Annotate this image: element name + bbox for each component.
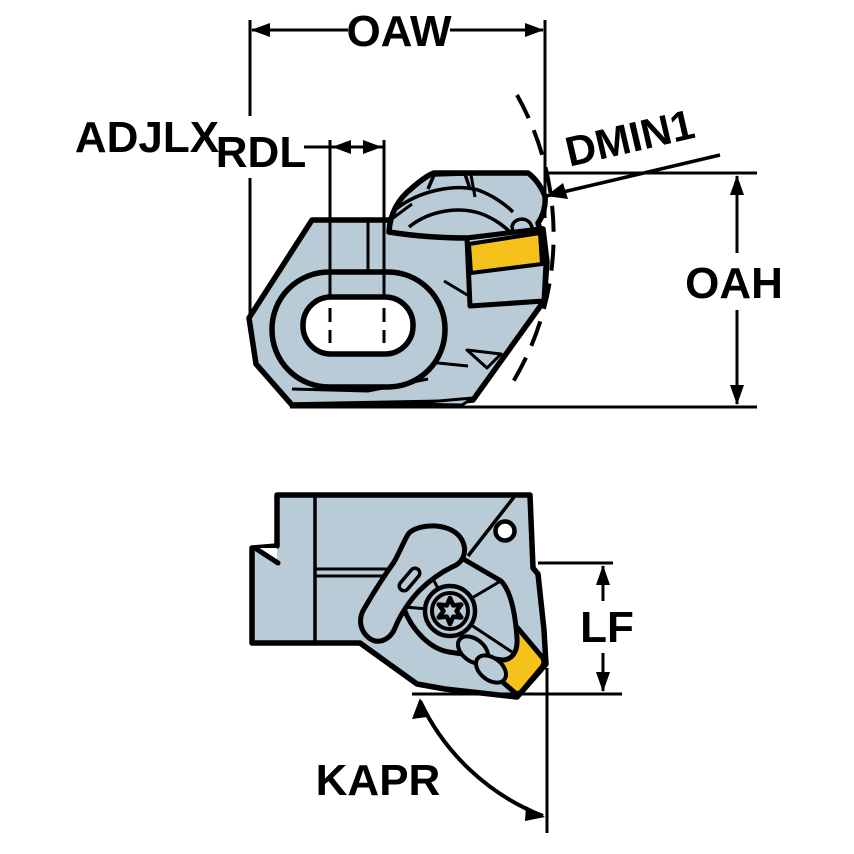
- dmin1-dashed-arc: [506, 94, 556, 392]
- oah-arrow-top: [730, 175, 744, 195]
- kapr-arrow-right: [525, 806, 545, 821]
- clamp-dome: [386, 170, 548, 241]
- torx-screw: [422, 583, 478, 639]
- dimension-oah: OAH: [290, 171, 783, 409]
- rdl-arrow-left: [332, 140, 351, 154]
- rdl-arrow-right: [363, 140, 382, 154]
- dimension-dmin1: DMIN1: [545, 100, 721, 199]
- body-facet-line-c: [443, 279, 470, 298]
- body-notch-edge: [252, 545, 281, 566]
- oah-label: OAH: [685, 259, 783, 308]
- insert-side-highlight: [467, 231, 544, 275]
- dimension-kapr: KAPR: [316, 668, 622, 833]
- plate-nose-lobe-b: [473, 653, 509, 685]
- counterbore-hole: [300, 294, 416, 357]
- plate-facet-lines: [404, 561, 513, 654]
- kapr-arc: [418, 700, 544, 818]
- clamp-facet-right: [469, 174, 477, 198]
- rdl-label: RDL: [216, 128, 306, 177]
- oaw-arrow-right: [525, 23, 544, 37]
- dimension-rdl: RDL: [216, 128, 386, 343]
- dimension-lf: LF: [538, 561, 634, 692]
- top-view: OAW ADJLX RDL DMIN1 OAH: [75, 7, 783, 409]
- body-double-line: [315, 567, 389, 578]
- lf-label: LF: [580, 603, 634, 652]
- kapr-arrow-top: [412, 698, 427, 719]
- oah-arrow-bottom: [730, 385, 744, 405]
- clamp-facet-upper: [394, 186, 515, 214]
- clamp-facet-lower: [407, 208, 512, 234]
- dimension-oaw: OAW: [248, 7, 547, 330]
- body-bottom-step: [402, 396, 475, 407]
- clamp-knob-facet: [426, 172, 472, 190]
- body-right-facet: [465, 348, 503, 370]
- oaw-arrow-left: [251, 23, 270, 37]
- lf-arrow-bottom: [596, 672, 610, 692]
- body-diagonal-line: [466, 495, 516, 558]
- dmin1-leader-line: [545, 153, 721, 198]
- kapr-label: KAPR: [316, 756, 441, 805]
- lf-arrow-top: [596, 565, 610, 585]
- torx-star: [436, 595, 464, 627]
- dmin1-arrowhead: [546, 183, 568, 199]
- oaw-label: OAW: [346, 7, 452, 56]
- clamp-facet-left: [388, 202, 413, 223]
- coolant-hole: [493, 519, 517, 543]
- adjlx-label: ADJLX: [75, 113, 219, 162]
- bottom-view: LF KAPR: [249, 492, 634, 833]
- clamp-arm-slot-inner: [401, 570, 418, 589]
